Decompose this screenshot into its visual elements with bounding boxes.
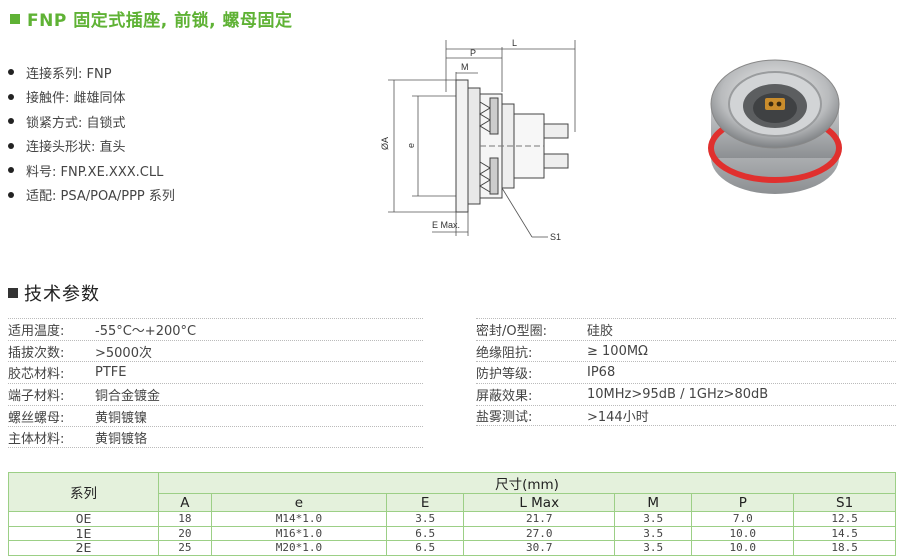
spec-row: 插拔次数:>5000次 [8,339,423,362]
dim-e-label: e [406,143,416,148]
feature-item: 接触件: 雌雄同体 [8,85,175,110]
dim-A-label: ØA [380,137,390,150]
dim-P-label: P [470,48,476,58]
table-row: 1E 20 M16*1.0 6.5 27.0 3.5 10.0 14.5 [8,525,896,541]
column-header: A [158,493,212,512]
spec-row: 屏蔽效果:10MHz>95dB / 1GHz>80dB [476,383,896,405]
contact-pin-icon [776,101,782,107]
feature-item: 适配: PSA/POA/PPP 系列 [8,183,175,208]
dim-M-label: M [461,62,469,72]
bullet-icon [8,167,14,174]
feature-item: 料号: FNP.XE.XXX.CLL [8,158,175,183]
spec-section-title: 技术参数 [24,284,100,305]
title-square-icon [10,13,20,24]
feature-list: 连接系列: FNP 接触件: 雌雄同体 锁紧方式: 自锁式 连接头形状: 直头 … [8,60,175,207]
bullet-icon [8,69,14,76]
spec-row: 适用温度:-55°C～+200°C [8,318,423,340]
spec-section-header: 技术参数 [8,280,100,306]
technical-drawing: L P M ØA e E Max. S1 [380,38,576,242]
spec-row: 主体材料:黄铜镀铬 [8,426,423,449]
column-header: M [614,493,693,512]
column-header: S1 [793,493,896,512]
column-header: E [386,493,465,512]
column-header: P [691,493,795,512]
series-header: 系列 [8,472,159,512]
spec-row: 胶芯材料:PTFE [8,361,423,383]
spec-row: 盐雾测试:>144小时 [476,404,896,427]
feature-item: 锁紧方式: 自锁式 [8,109,175,134]
spec-row: 螺丝螺母:黄铜镀镍 [8,404,423,427]
dimensions-table: 系列 尺寸(mm) A e E L Max M P S1 0E 18 M14*1… [8,472,896,556]
bullet-icon [8,142,14,149]
column-header: e [210,493,388,512]
dim-S1-label: S1 [550,232,561,242]
spec-list-left: 适用温度:-55°C～+200°C 插拔次数:>5000次 胶芯材料:PTFE … [8,318,423,449]
contact-block [765,98,785,110]
size-group-header: 尺寸(mm) [158,472,896,494]
table-row: 0E 18 M14*1.0 3.5 21.7 3.5 7.0 12.5 [8,511,896,527]
column-header: L Max [463,493,616,512]
feature-item: 连接头形状: 直头 [8,134,175,159]
dim-L-label: L [512,38,517,48]
feature-item: 连接系列: FNP [8,60,175,85]
connector-section [455,79,569,213]
spec-row: 绝缘阻抗:≥ 100MΩ [476,339,896,362]
spec-row: 密封/O型圈:硅胶 [476,318,896,340]
dim-E-label: E Max. [432,220,460,230]
bullet-icon [8,93,14,100]
contact-pin-icon [768,101,774,107]
spec-list-right: 密封/O型圈:硅胶 绝缘阻抗:≥ 100MΩ 防护等级:IP68 屏蔽效果:10… [476,318,896,427]
bullet-icon [8,118,14,125]
table-row: 2E 25 M20*1.0 6.5 30.7 3.5 10.0 18.5 [8,540,896,556]
spec-row: 端子材料:铜合金镀金 [8,383,423,405]
section-square-icon [8,288,18,298]
bullet-icon [8,191,14,198]
product-title: FNP 固定式插座, 前锁, 螺母固定 [27,11,293,31]
product-photo [708,59,842,194]
spec-row: 防护等级:IP68 [476,361,896,383]
product-title-bar: FNP 固定式插座, 前锁, 螺母固定 [10,6,292,31]
